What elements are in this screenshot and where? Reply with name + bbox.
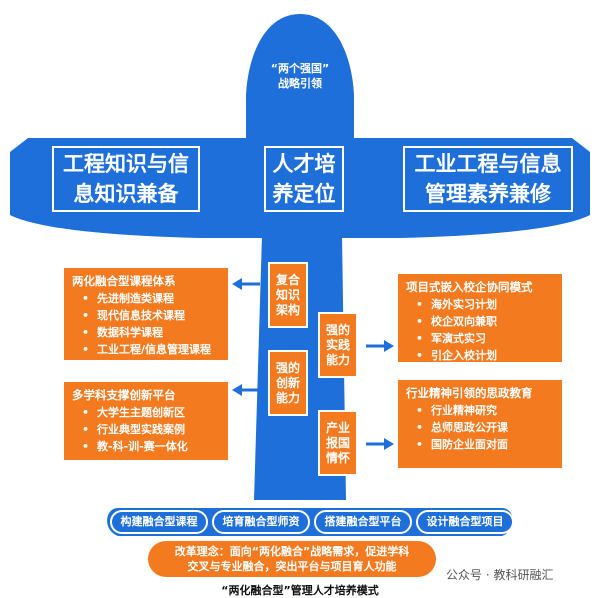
- wing-right-box: 工业工程与信息管理素养兼修: [403, 146, 573, 212]
- list-item: •大学生主题创新区: [82, 406, 186, 419]
- panel-title: 两化融合型课程体系: [72, 274, 176, 288]
- arrow-left-bottom: [232, 384, 260, 396]
- list-item: •工业工程/信息管理课程: [82, 343, 212, 356]
- arrow-right-top: [366, 340, 394, 352]
- nose-line2: 战略引领: [278, 77, 322, 90]
- list-item: •引企入校计划: [416, 349, 498, 362]
- list-item: •行业精神研究: [416, 404, 498, 417]
- list-item: •军演式实习: [416, 332, 487, 345]
- arrow-right-bottom: [366, 438, 394, 450]
- fuselage-box-patriotism: 产业报国情怀: [318, 410, 358, 476]
- panel-ideology-education: 行业精神引领的思政教育 •行业精神研究 •总师思政公开课 •国防企业面对面: [396, 378, 564, 470]
- panel-title: 行业精神引领的思政教育: [406, 386, 533, 400]
- list-item: •数据科学课程: [82, 326, 164, 339]
- reform-line2: 交叉与专业融合，突出平台与项目育人功能: [187, 560, 397, 573]
- fuselage-box-knowledge: 复合知识架构: [268, 262, 308, 328]
- list-item: •先进制造类课程: [82, 292, 175, 305]
- figure-caption: “两化融合型”管理人才培养模式: [221, 584, 379, 597]
- wing-left-text: 工程知识与信息知识兼备: [63, 152, 189, 206]
- tail-pill-projects: 设计融合型项目: [416, 510, 514, 534]
- wing-center-text: 人才培养定位: [272, 152, 336, 206]
- panel-innovation-platform: 多学科支撑创新平台 •大学生主题创新区 •行业典型实践案例 •教-科-训-赛一体…: [62, 380, 230, 462]
- list-item: •校企双向兼职: [416, 315, 498, 328]
- list-item: •国防企业面对面: [416, 438, 509, 451]
- panel-title: 项目式嵌入校企协同模式: [406, 280, 533, 294]
- arrow-left-top: [232, 278, 260, 290]
- fuselage-box-practice: 强的实践能力: [318, 312, 358, 378]
- wing-right-text: 工业工程与信息管理素养兼修: [414, 152, 562, 206]
- panel-project-model: 项目式嵌入校企协同模式 •海外实习计划 •校企双向兼职 •军演式实习 •引企入校…: [396, 272, 564, 364]
- list-item: •行业典型实践案例: [82, 423, 186, 436]
- tail-pill-faculty: 培育融合型师资: [212, 510, 310, 534]
- list-item: •教-科-训-赛一体化: [82, 440, 188, 453]
- panel-course-system: 两化融合型课程体系 •先进制造类课程 •现代信息技术课程 •数据科学课程 •工业…: [62, 266, 230, 362]
- tail-pill-courses: 构建融合型课程: [110, 510, 208, 534]
- reform-line1: 改革理念：面向“两化融合”战略需求，促进学科: [174, 545, 410, 558]
- reform-idea-banner: 改革理念：面向“两化融合”战略需求，促进学科 交叉与专业融合，突出平台与项目育人…: [148, 541, 436, 577]
- list-item: •现代信息技术课程: [82, 309, 186, 322]
- list-item: •海外实习计划: [416, 298, 498, 311]
- nose-line1: “两个强国”: [270, 62, 330, 75]
- fuselage-box-innovation: 强的创新能力: [268, 350, 308, 416]
- list-item: •总师思政公开课: [416, 421, 509, 434]
- wing-center-box: 人才培养定位: [264, 146, 344, 212]
- wing-left-box: 工程知识与信息知识兼备: [52, 146, 200, 212]
- watermark: 公众号 · 教科研融汇: [446, 568, 554, 582]
- tail-pill-platform: 搭建融合型平台: [314, 510, 412, 534]
- panel-title: 多学科支撑创新平台: [72, 388, 176, 402]
